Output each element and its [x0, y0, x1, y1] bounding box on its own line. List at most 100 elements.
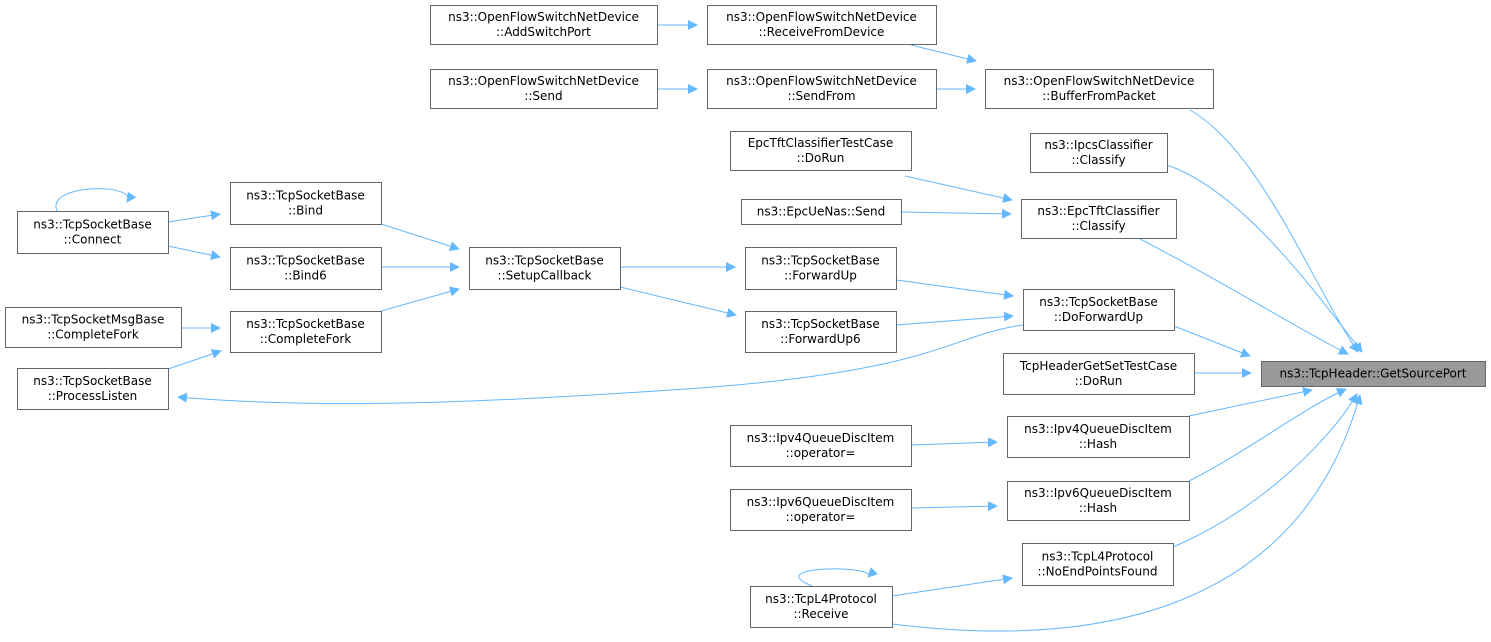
node-l4NoEndPoints[interactable]: ns3::TcpL4Protocol::NoEndPointsFound: [1022, 543, 1174, 586]
node-tsbForwardUp6[interactable]: ns3::TcpSocketBase::ForwardUp6: [745, 311, 897, 353]
node-ofAddSwitchPort[interactable]: ns3::OpenFlowSwitchNetDevice::AddSwitchP…: [430, 5, 658, 45]
node-box[interactable]: [5, 307, 182, 348]
nodes-layer: ns3::TcpHeader::GetSourcePort ns3::OpenFl…: [5, 5, 1486, 628]
edge-tsbDoForwardUp-to-getSourcePort: [1173, 325, 1251, 358]
node-label-line: ::CompleteFork: [260, 332, 352, 346]
node-box[interactable]: [730, 425, 912, 467]
node-box[interactable]: [430, 69, 658, 109]
edges-layer: [55, 20, 1363, 632]
node-tsbForwardUp[interactable]: ns3::TcpSocketBase::ForwardUp: [745, 247, 897, 290]
node-box[interactable]: [707, 69, 937, 109]
node-label-line: ns3::TcpSocketMsgBase: [22, 313, 165, 327]
node-box[interactable]: [1030, 133, 1168, 173]
node-label-line: TcpHeaderGetSetTestCase: [1019, 359, 1177, 373]
node-ipv4QdiOperator[interactable]: ns3::Ipv4QueueDiscItem::operator=: [730, 425, 912, 467]
node-label-line: ::ForwardUp6: [780, 332, 860, 346]
node-label-line: ns3::Ipv4QueueDiscItem: [747, 431, 895, 445]
edge-tsbConnect-to-tsbBind6: [167, 245, 221, 261]
node-box[interactable]: [730, 489, 912, 531]
node-box[interactable]: [741, 199, 902, 225]
node-tsbConnect[interactable]: ns3::TcpSocketBase::Connect: [17, 211, 169, 254]
node-box[interactable]: [1003, 353, 1195, 395]
node-tsbCompleteFork[interactable]: ns3::TcpSocketBase::CompleteFork: [230, 311, 382, 353]
node-label-line: ns3::OpenFlowSwitchNetDevice: [1004, 74, 1195, 88]
node-box[interactable]: [230, 247, 382, 290]
node-l4Receive[interactable]: ns3::TcpL4Protocol::Receive: [750, 586, 893, 628]
node-label-line: ns3::TcpSocketBase: [33, 218, 151, 232]
node-label-line: ns3::OpenFlowSwitchNetDevice: [448, 74, 639, 88]
node-label-line: ::NoEndPointsFound: [1038, 565, 1158, 579]
node-box[interactable]: [469, 247, 621, 290]
edge-l4Receive-to-l4Receive: [798, 567, 878, 587]
node-label-line: ns3::TcpHeader::GetSourcePort: [1279, 367, 1466, 381]
edge-ipv4QdiOperator-to-ipv4QdiHash: [910, 437, 998, 448]
node-box[interactable]: [1007, 481, 1190, 521]
node-label-line: ns3::TcpL4Protocol: [1042, 550, 1154, 564]
edge-l4Receive-to-l4NoEndPoints: [891, 574, 1013, 597]
edge-ipcsClassify-to-getSourcePort: [1166, 164, 1363, 353]
edge-tsbBind-to-tsbSetupCallback: [380, 223, 460, 252]
node-ofSendFrom[interactable]: ns3::OpenFlowSwitchNetDevice::SendFrom: [707, 69, 937, 109]
edge-ofReceiveFromDevice-to-ofBufferFromPacket: [910, 44, 977, 64]
node-tsbDoForwardUp[interactable]: ns3::TcpSocketBase::DoForwardUp: [1023, 289, 1175, 331]
node-label-line: ::Hash: [1079, 501, 1117, 515]
node-label-line: ns3::IpcsClassifier: [1044, 138, 1152, 152]
node-label-line: ns3::TcpSocketBase: [761, 317, 879, 331]
node-label-line: ns3::EpcUeNas::Send: [757, 205, 885, 219]
node-getSourcePort[interactable]: ns3::TcpHeader::GetSourcePort: [1261, 361, 1486, 387]
node-box[interactable]: [1023, 289, 1175, 331]
node-box[interactable]: [230, 182, 382, 225]
node-epcTftClassify[interactable]: ns3::EpcTftClassifier::Classify: [1021, 199, 1177, 239]
node-label-line: ::DoForwardUp: [1054, 310, 1143, 324]
node-ipv6QdiHash[interactable]: ns3::Ipv6QueueDiscItem::Hash: [1007, 481, 1190, 521]
node-box[interactable]: [430, 5, 658, 45]
node-box[interactable]: [1022, 543, 1174, 586]
node-label-line: ns3::EpcTftClassifier: [1037, 204, 1159, 218]
node-box[interactable]: [17, 368, 169, 410]
node-tsmbCompleteFork[interactable]: ns3::TcpSocketMsgBase::CompleteFork: [5, 307, 182, 348]
node-label-line: ::ReceiveFromDevice: [759, 25, 885, 39]
node-tcpHeaderTestDoRun[interactable]: TcpHeaderGetSetTestCase::DoRun: [1003, 353, 1195, 395]
node-ofBufferFromPacket[interactable]: ns3::OpenFlowSwitchNetDevice::BufferFrom…: [985, 69, 1214, 109]
node-tsbBind6[interactable]: ns3::TcpSocketBase::Bind6: [230, 247, 382, 290]
node-epcUeNasSend[interactable]: ns3::EpcUeNas::Send: [741, 199, 902, 225]
node-box[interactable]: [750, 586, 893, 628]
node-box[interactable]: [1007, 416, 1190, 458]
node-label-line: ns3::TcpSocketBase: [485, 254, 603, 268]
node-box[interactable]: [230, 311, 382, 353]
node-box[interactable]: [745, 311, 897, 353]
node-box[interactable]: [985, 69, 1214, 109]
node-ofSend[interactable]: ns3::OpenFlowSwitchNetDevice::Send: [430, 69, 658, 109]
node-label-line: ::SendFrom: [787, 89, 855, 103]
node-box[interactable]: [17, 211, 169, 254]
node-box[interactable]: [707, 5, 937, 45]
node-tsbBind[interactable]: ns3::TcpSocketBase::Bind: [230, 182, 382, 225]
node-tsbSetupCallback[interactable]: ns3::TcpSocketBase::SetupCallback: [469, 247, 621, 290]
node-label-line: ::ForwardUp: [784, 269, 857, 283]
node-label-line: ::Classify: [1071, 219, 1125, 233]
node-label-line: ::DoRun: [797, 151, 845, 165]
edge-epcTftClassify-to-getSourcePort: [1139, 238, 1349, 355]
node-label-line: ::BufferFromPacket: [1042, 89, 1156, 103]
node-ofReceiveFromDevice[interactable]: ns3::OpenFlowSwitchNetDevice::ReceiveFro…: [707, 5, 937, 45]
node-box[interactable]: [730, 131, 912, 171]
node-epcTestDoRun[interactable]: EpcTftClassifierTestCase::DoRun: [730, 131, 912, 171]
node-label-line: ns3::TcpSocketBase: [33, 374, 151, 388]
edge-tsbProcessListen-to-tsbCompleteFork: [167, 349, 222, 370]
node-box[interactable]: [745, 247, 897, 290]
node-label-line: ns3::TcpSocketBase: [1039, 295, 1157, 309]
edge-epcTestDoRun-to-epcTftClassify: [904, 175, 1013, 203]
edge-tsbConnect-to-tsbBind: [167, 210, 221, 223]
node-label-line: ns3::Ipv6QueueDiscItem: [1024, 486, 1172, 500]
node-ipcsClassify[interactable]: ns3::IpcsClassifier::Classify: [1030, 133, 1168, 173]
node-box[interactable]: [1021, 199, 1177, 239]
node-label-line: ::SetupCallback: [498, 269, 592, 283]
edge-ipv4QdiHash-to-getSourcePort: [1188, 386, 1313, 417]
node-tsbProcessListen[interactable]: ns3::TcpSocketBase::ProcessListen: [17, 368, 169, 410]
edge-tsbForwardUp-to-tsbDoForwardUp: [895, 279, 1014, 300]
node-ipv6QdiOperator[interactable]: ns3::Ipv6QueueDiscItem::operator=: [730, 489, 912, 531]
edge-tsbForwardUp6-to-tsbDoForwardUp: [895, 311, 1014, 326]
node-label-line: ns3::TcpSocketBase: [761, 254, 879, 268]
node-box[interactable]: [1261, 361, 1486, 387]
node-ipv4QdiHash[interactable]: ns3::Ipv4QueueDiscItem::Hash: [1007, 416, 1190, 458]
